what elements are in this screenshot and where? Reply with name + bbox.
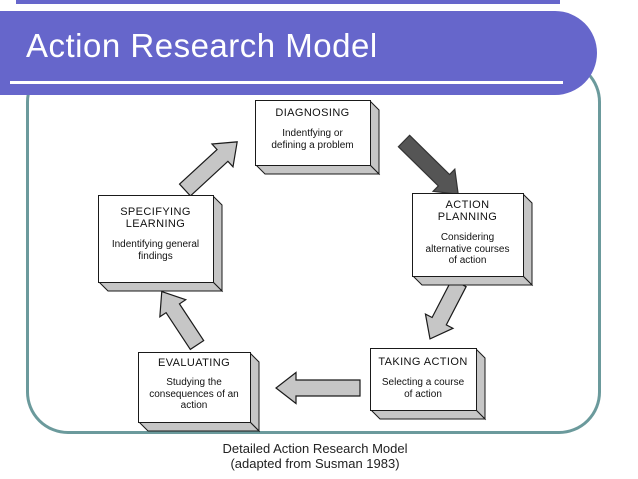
diagram-caption: Detailed Action Research Model (adapted … <box>222 441 408 471</box>
box-title-taking-action: TAKING ACTION <box>378 356 468 368</box>
box-taking-action: TAKING ACTION Selecting a course of acti… <box>370 348 487 421</box>
box-body-evaluating: Studying the consequences of an action <box>149 377 239 411</box>
top-accent-line <box>16 0 560 4</box>
box-3d-shape <box>98 195 224 293</box>
box-title-action-planning: ACTION PLANNING <box>437 199 498 223</box>
box-body-action-planning: Considering alternative courses of actio… <box>425 232 510 266</box>
page-title: Action Research Model <box>26 27 378 64</box>
box-evaluating: EVALUATING Studying the consequences of … <box>138 352 261 433</box>
title-underline <box>10 81 563 84</box>
box-body-diagnosing: Indentfying or defining a problem <box>271 128 354 151</box>
box-3d-shape <box>255 100 381 176</box>
box-specifying-learning: SPECIFYING LEARNING Indentifying general… <box>98 195 224 293</box>
box-3d-shape <box>370 348 487 421</box>
box-action-planning: ACTION PLANNING Considering alternative … <box>412 193 534 287</box>
box-body-taking-action: Selecting a course of action <box>381 377 465 400</box>
box-3d-shape <box>412 193 534 287</box>
box-title-specifying-learning: SPECIFYING LEARNING <box>120 206 191 230</box>
box-body-specifying-learning: Indentifying general findings <box>111 239 200 262</box>
box-diagnosing: DIAGNOSING Indentfying or defining a pro… <box>255 100 381 176</box>
box-title-evaluating: EVALUATING <box>157 357 231 369</box>
box-3d-shape <box>138 352 261 433</box>
box-title-diagnosing: DIAGNOSING <box>275 107 350 119</box>
